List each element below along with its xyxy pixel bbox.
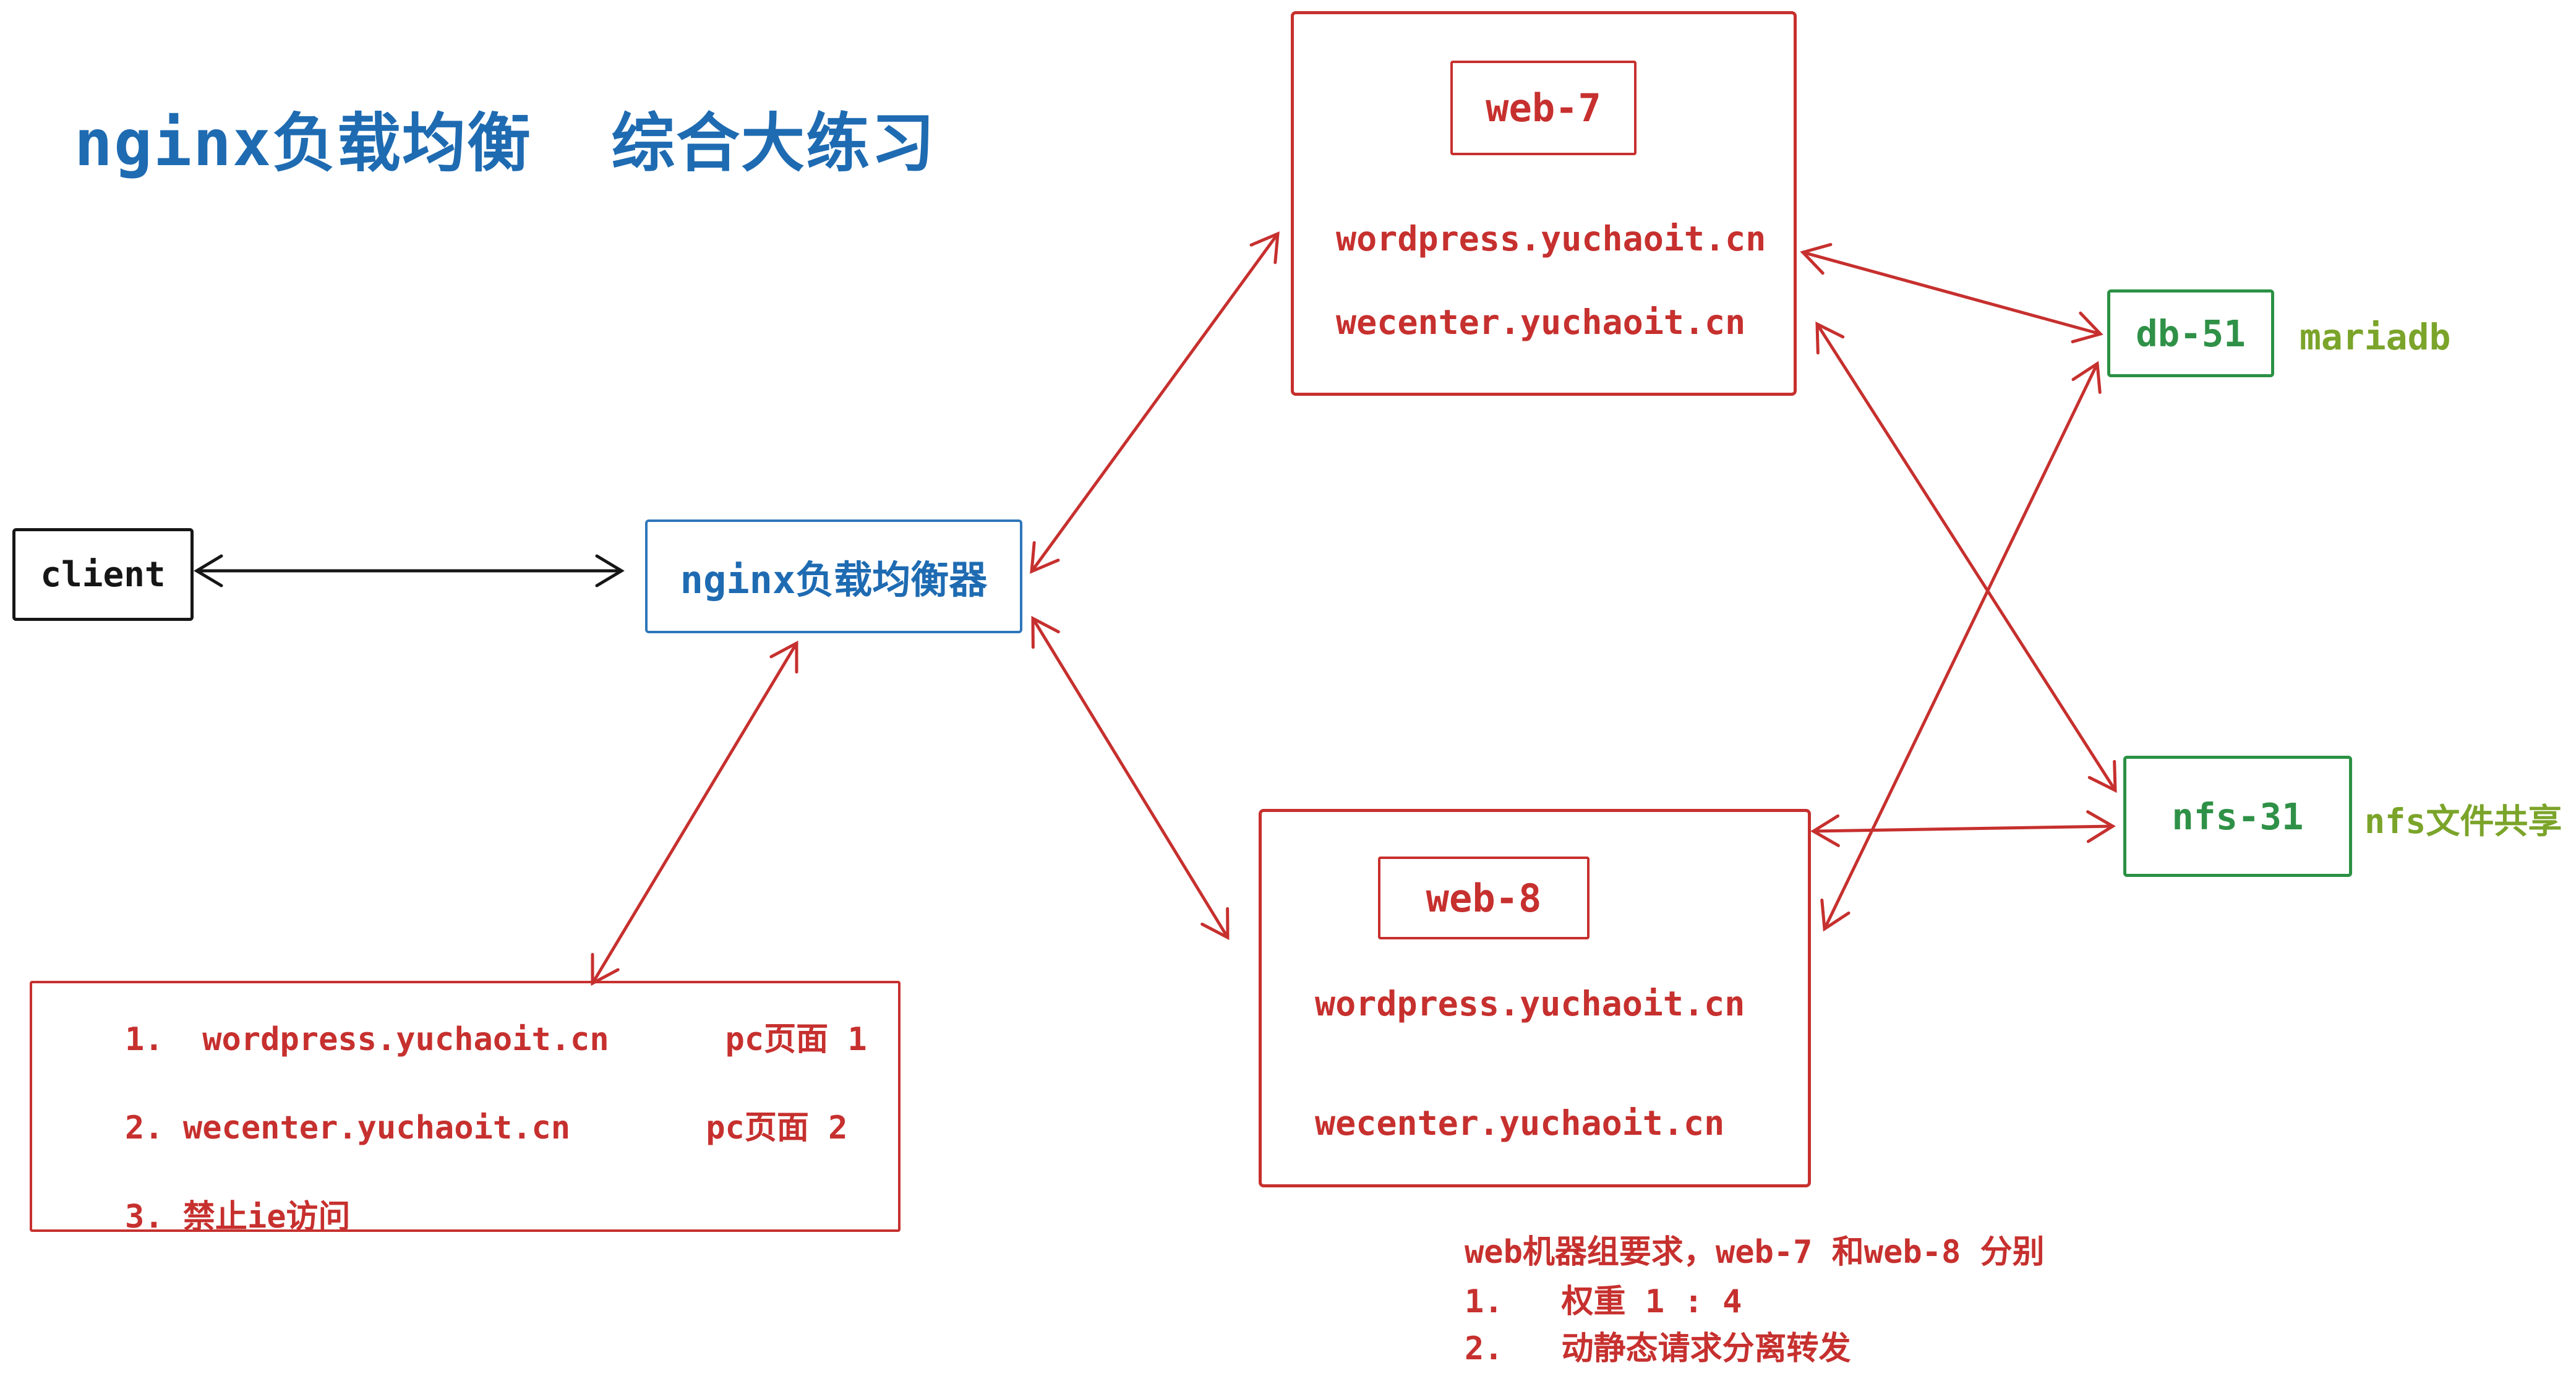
requirement-item-3: 3. 禁止ie访问 [125,1199,351,1236]
nginx-load-balancer-node: nginx负载均衡器 [645,519,1022,633]
web8-domain-wordpress: wordpress.yuchaoit.cn [1315,984,1745,1023]
page-title: nginx负载均衡 综合大练习 [74,106,936,181]
web-group-note-weight: 1. 权重 1 : 4 [1465,1283,1742,1320]
connection-lb-to-requirements [591,640,798,986]
nginx-load-balancer-label: nginx负载均衡器 [680,557,988,602]
web8-title: web-8 [1426,875,1542,921]
client-node: client [12,528,194,621]
web7-node: web-7 wordpress.yuchaoit.cn wecenter.yuc… [1291,11,1797,396]
web8-domain-wecenter: wecenter.yuchaoit.cn [1315,1103,1725,1143]
client-node-label: client [40,554,166,595]
db51-annotation-mariadb: mariadb [2300,316,2451,358]
web7-title: web-7 [1486,85,1601,130]
nfs31-label: nfs-31 [2172,795,2304,838]
web8-node: web-8 wordpress.yuchaoit.cn wecenter.yuc… [1259,809,1811,1187]
web7-domain-wecenter: wecenter.yuchaoit.cn [1336,302,1746,342]
connection-web7-to-nfs31 [1815,321,2117,793]
db51-label: db-51 [2136,312,2246,355]
web-group-note-header: web机器组要求，web-7 和web-8 分别 [1465,1234,2045,1271]
web-group-note-split: 2. 动静态请求分离转发 [1465,1330,1851,1367]
web8-title-box: web-8 [1378,857,1590,939]
web7-domain-wordpress: wordpress.yuchaoit.cn [1336,219,1766,259]
nfs31-annotation-share: nfs文件共享 [2364,801,2562,841]
requirement-item-2: 2. wecenter.yuchaoit.cn pc页面 2 [125,1109,848,1147]
requirements-box: 1. wordpress.yuchaoit.cn pc页面 1 2. wecen… [30,981,901,1236]
connection-db51-to-web8 [1820,361,2102,932]
connection-web7-to-db51 [1800,242,2103,344]
nfs31-node: nfs-31 [2123,756,2352,877]
requirement-item-1: 1. wordpress.yuchaoit.cn pc页面 1 [125,1021,867,1058]
connection-lb-to-web8 [1031,615,1230,941]
connection-lb-to-web7 [1030,231,1280,574]
web7-title-box: web-7 [1450,61,1637,155]
connection-web8-to-nfs31 [1810,810,2116,847]
db51-node: db-51 [2107,289,2274,377]
